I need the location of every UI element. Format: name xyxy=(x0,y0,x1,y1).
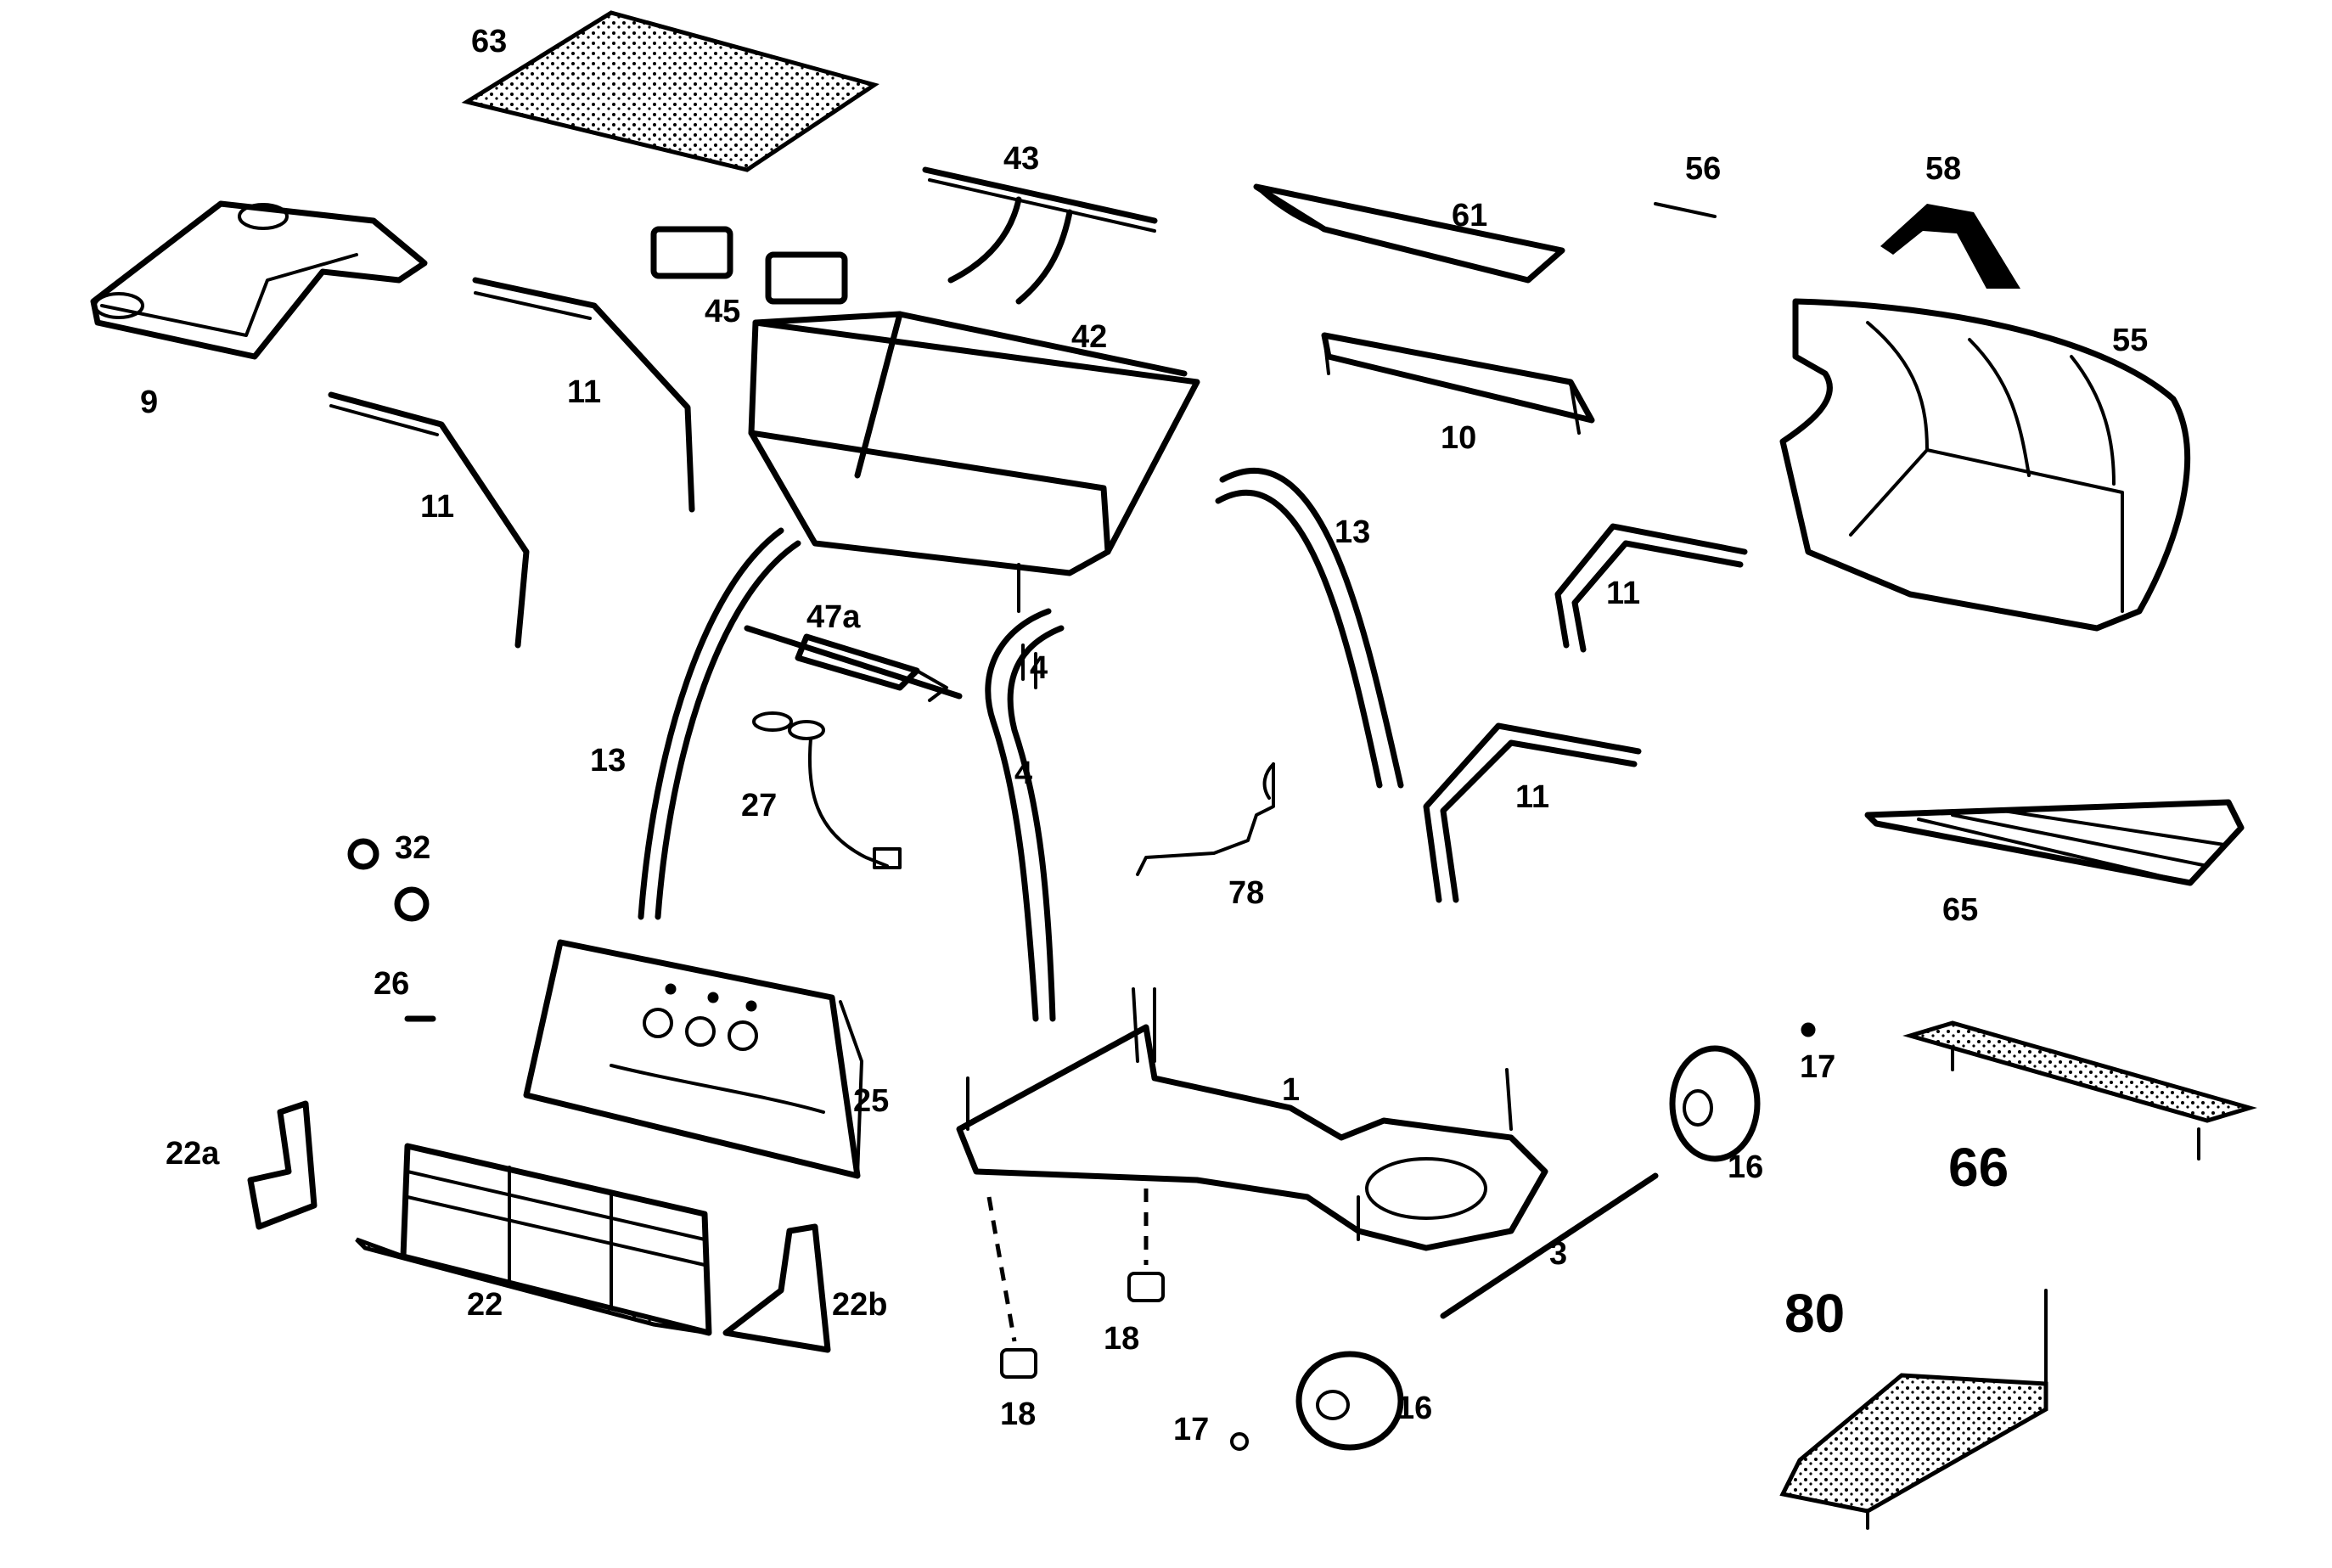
part-11-leg-upper xyxy=(472,277,695,513)
label-17-b: 17 xyxy=(1173,1412,1210,1447)
part-18-foot-left xyxy=(986,1196,1037,1379)
label-61: 61 xyxy=(1452,198,1488,233)
label-10: 10 xyxy=(1441,420,1477,456)
part-17-nut-lower xyxy=(1230,1432,1249,1451)
label-45: 45 xyxy=(705,294,741,329)
part-3-axle xyxy=(1440,1172,1659,1319)
label-22a: 22a xyxy=(166,1136,220,1172)
part-56-rod xyxy=(1654,202,1717,218)
label-16-a: 16 xyxy=(1728,1149,1764,1185)
part-22b-bracket xyxy=(722,1223,831,1353)
part-27-igniter xyxy=(752,711,902,869)
label-66: 66 xyxy=(1948,1137,2009,1198)
part-18-foot-right xyxy=(1127,1189,1165,1302)
part-11-leg-right-lower xyxy=(1423,722,1642,903)
part-9-side-shelf xyxy=(90,200,428,360)
label-13-b: 13 xyxy=(590,743,627,778)
part-80-basket xyxy=(1779,1289,2048,1530)
part-16-wheel-upper xyxy=(1669,1045,1761,1162)
part-10-bracket xyxy=(1321,332,1595,435)
part-16-wheel-lower xyxy=(1295,1351,1404,1451)
part-42-grill-bowl xyxy=(748,311,1200,613)
label-3: 3 xyxy=(1549,1236,1568,1272)
part-11-leg-left xyxy=(328,391,530,649)
part-22a-bracket xyxy=(247,1100,317,1230)
part-63-mat xyxy=(461,10,879,172)
part-43-warming-rack xyxy=(922,166,1158,305)
label-13-a: 13 xyxy=(1335,514,1371,550)
label-80: 80 xyxy=(1784,1283,1846,1344)
part-66-grate xyxy=(1902,1020,2257,1161)
label-56: 56 xyxy=(1685,151,1722,187)
label-43: 43 xyxy=(1003,141,1040,177)
part-65-rack xyxy=(1864,799,2245,886)
label-18-b: 18 xyxy=(1000,1397,1037,1432)
part-22-tray xyxy=(355,1143,712,1336)
label-25: 25 xyxy=(853,1083,890,1119)
part-25-control-panel xyxy=(523,939,863,1179)
label-26: 26 xyxy=(374,966,410,1002)
part-61-heat-shield xyxy=(1253,183,1565,284)
part-11-leg-right-upper xyxy=(1554,523,1748,653)
label-63: 63 xyxy=(471,24,508,59)
part-78-wire xyxy=(1136,762,1275,876)
label-32: 32 xyxy=(395,830,431,866)
part-58-handle xyxy=(1880,204,2020,289)
part-32-knob xyxy=(347,838,430,922)
label-78: 78 xyxy=(1228,875,1265,911)
label-1: 1 xyxy=(1282,1072,1301,1108)
label-17-a: 17 xyxy=(1800,1049,1836,1085)
label-55: 55 xyxy=(2112,323,2149,358)
label-42: 42 xyxy=(1071,319,1108,355)
part-13-tube-left xyxy=(638,527,801,920)
part-4-leg-inner xyxy=(1021,643,1037,689)
label-11-a: 11 xyxy=(567,374,602,410)
part-47a-burner xyxy=(744,625,963,702)
label-11-d: 11 xyxy=(1515,779,1550,815)
label-47a: 47a xyxy=(806,599,861,635)
label-22: 22 xyxy=(467,1287,503,1323)
label-22b: 22b xyxy=(832,1287,888,1323)
part-55-lid xyxy=(1779,298,2191,632)
label-16-b: 16 xyxy=(1396,1391,1433,1426)
label-65: 65 xyxy=(1942,892,1979,928)
part-17-nut xyxy=(1801,1022,1816,1037)
label-4-a: 4 xyxy=(1030,650,1048,686)
label-9: 9 xyxy=(140,385,159,420)
label-4-b: 4 xyxy=(1014,756,1033,791)
part-4-leg xyxy=(985,608,1065,1022)
label-18-a: 18 xyxy=(1104,1321,1140,1357)
label-27: 27 xyxy=(741,788,778,823)
part-13-tube-right xyxy=(1215,468,1404,789)
label-11-c: 11 xyxy=(1606,576,1641,611)
label-58: 58 xyxy=(1925,151,1962,187)
part-1-base xyxy=(956,987,1548,1251)
part-45-brackets xyxy=(650,226,848,305)
label-11-b: 11 xyxy=(420,489,455,525)
